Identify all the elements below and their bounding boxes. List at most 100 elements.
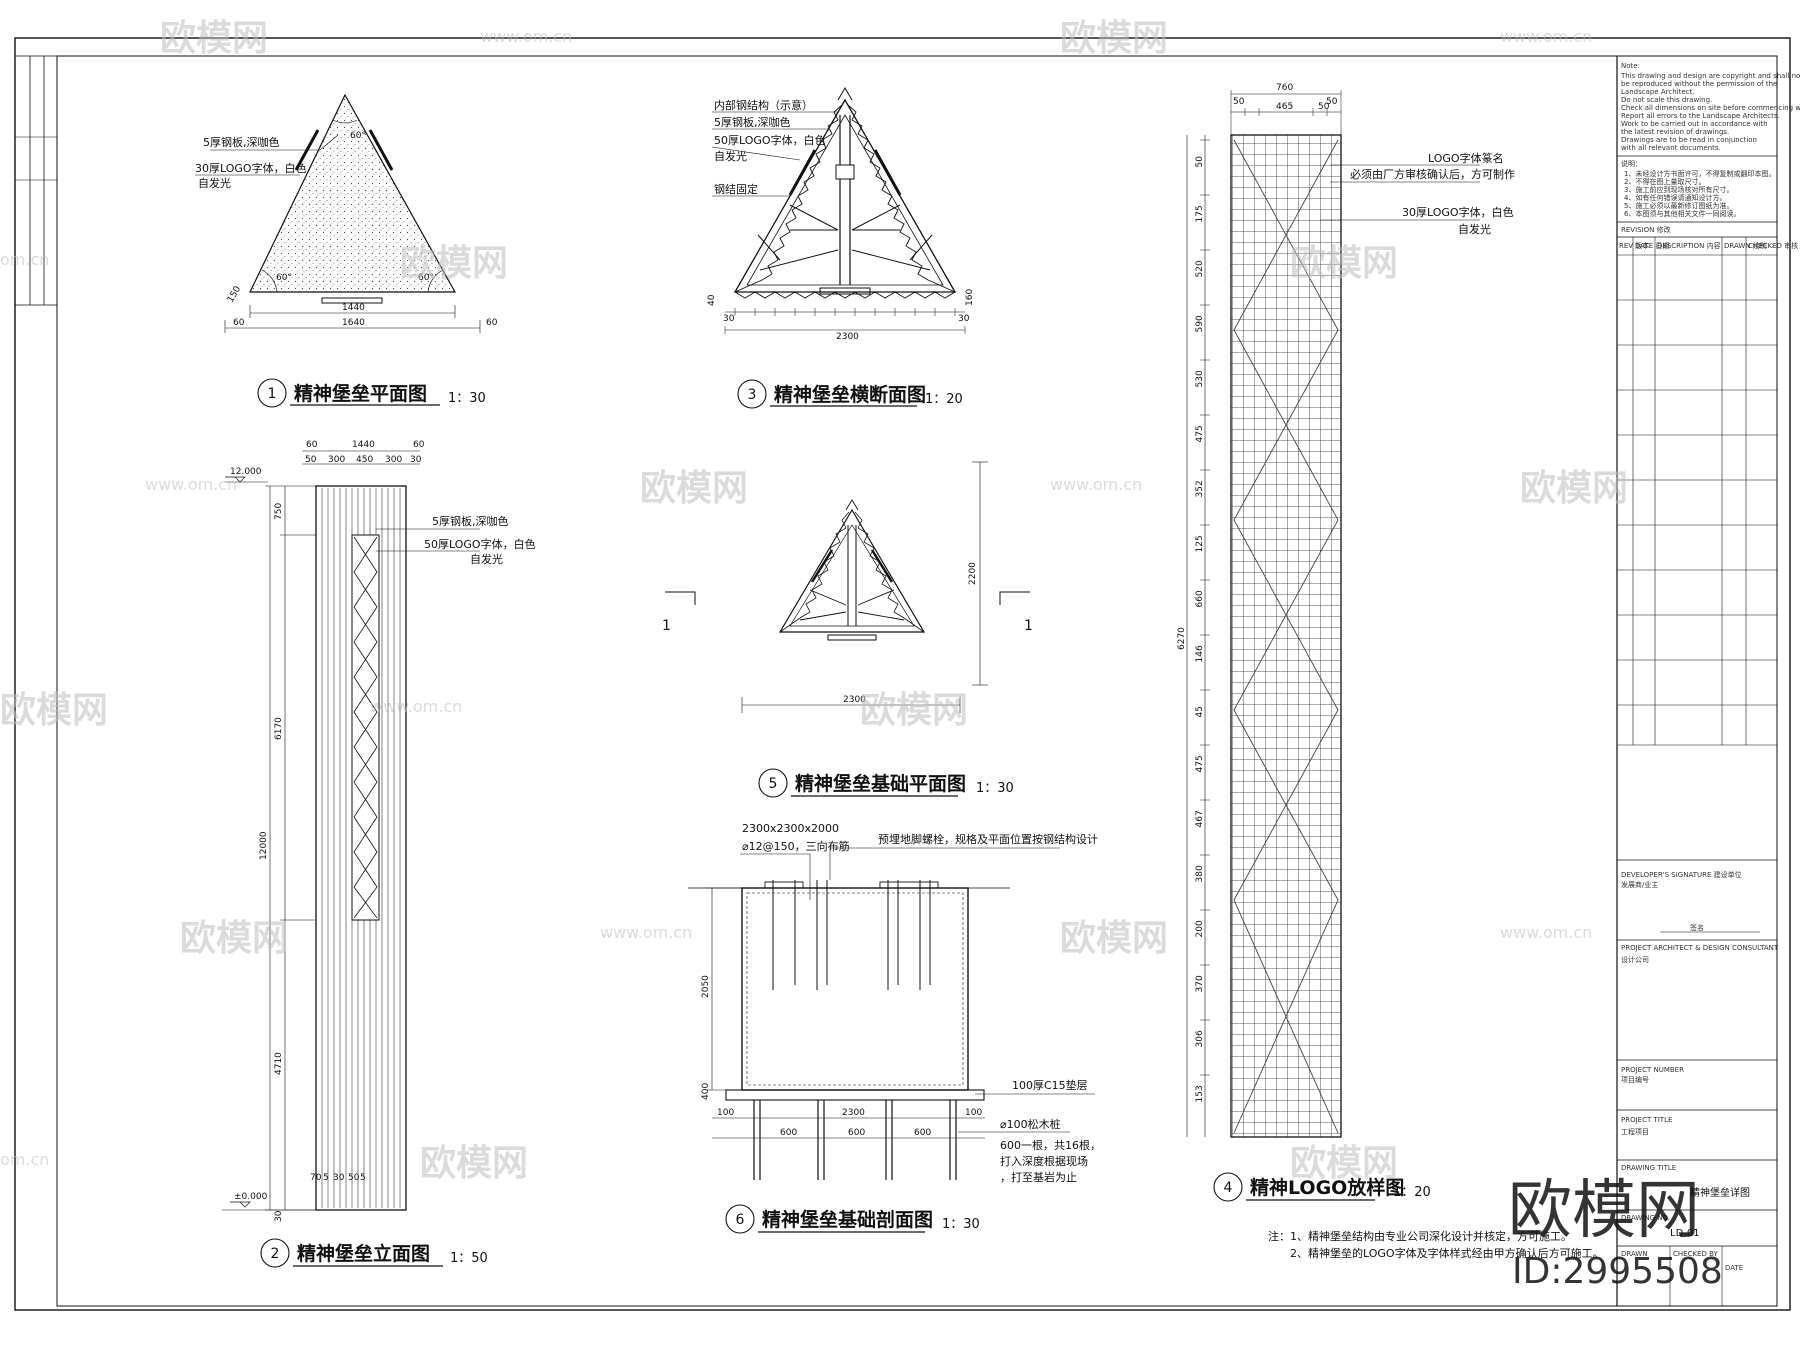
v1-scale: 1：30 bbox=[448, 391, 486, 406]
tb-note-en-line: with all relevant documents. bbox=[1621, 144, 1721, 152]
tb-project-title-label: PROJECT TITLE bbox=[1621, 1116, 1672, 1124]
v6-scale: 1：30 bbox=[942, 1217, 980, 1232]
v5-section-mark-right: 1 bbox=[1024, 618, 1033, 634]
tb-note-en-line: the latest revision of drawings. bbox=[1621, 128, 1729, 136]
view-2-elevation: 5厚钢板,深咖色 50厚LOGO字体，白色 自发光 1440 60 60 50 … bbox=[222, 440, 536, 1268]
view-1-plan: 5厚钢板,深咖色 30厚LOGO字体，白色 自发光 60° 60° 60° 14… bbox=[195, 93, 498, 408]
tb-note-en-line: Landscape Architect. bbox=[1621, 88, 1694, 96]
v5-dim-2300: 2300 bbox=[843, 695, 866, 705]
v4-title: 精神LOGO放样图 bbox=[1250, 1176, 1404, 1199]
watermark-site-short: om.cn bbox=[0, 250, 49, 269]
tb-developer-value: 发展商/业主 bbox=[1621, 880, 1658, 889]
v3-number: 3 bbox=[748, 387, 757, 403]
tb-note-en-line: Check all dimensions on site before comm… bbox=[1621, 104, 1800, 112]
v4-note-confirm: 必须由厂方审核确认后，方可制作 bbox=[1350, 167, 1515, 181]
tb-project-number-label: PROJECT NUMBER bbox=[1621, 1066, 1684, 1074]
watermark-site: www.om.cn bbox=[1500, 27, 1592, 46]
v6-dim-400: 400 bbox=[701, 1083, 711, 1100]
v4-side-dim-label: 45 bbox=[1195, 706, 1205, 717]
v1-dim-60b: 60 bbox=[486, 318, 498, 328]
v4-note-light: 自发光 bbox=[1458, 222, 1491, 236]
tb-checked-label: CHECKED BY bbox=[1673, 1250, 1719, 1258]
v2-bdim-70: 70 bbox=[310, 1173, 322, 1183]
v5-number: 5 bbox=[769, 776, 778, 792]
tb-rev-col-rev: REV 版本 bbox=[1619, 241, 1649, 250]
v4-side-dim-label: 306 bbox=[1195, 1030, 1205, 1047]
v3-note-fix: 钢结固定 bbox=[714, 182, 758, 196]
tb-consultant-label: PROJECT ARCHITECT & DESIGN CONSULTANT bbox=[1621, 944, 1779, 952]
v6-note-size: 2300x2300x2000 bbox=[742, 822, 839, 835]
v6-dim-2300: 2300 bbox=[842, 1108, 865, 1118]
v6-dim-600a: 600 bbox=[780, 1128, 797, 1138]
watermark-site: www.om.cn bbox=[1500, 923, 1592, 942]
footnote-1: 注：1、精神堡垒结构由专业公司深化设计并核定，方可施工。 bbox=[1268, 1229, 1572, 1243]
watermarks: 欧模网 欧模网 欧模网 欧模网 欧模网 欧模网 欧模网 欧模网 欧模网 欧模网 … bbox=[0, 18, 1628, 1184]
v4-side-dim-label: 153 bbox=[1195, 1085, 1205, 1102]
v4-dim-50b: 50 bbox=[1326, 97, 1338, 107]
tb-project-number-value: 项目编号 bbox=[1621, 1075, 1649, 1084]
watermark-site: www.om.cn bbox=[370, 697, 462, 716]
tb-notes-heading: Note: bbox=[1621, 62, 1640, 70]
v2-dim-30: 30 bbox=[410, 455, 422, 465]
v2-dim-300b: 300 bbox=[385, 455, 402, 465]
v1-angle-left: 60° bbox=[276, 273, 292, 283]
v2-note-steel: 5厚钢板,深咖色 bbox=[432, 514, 509, 528]
v3-note-structure: 内部钢结构（示意） bbox=[714, 98, 813, 112]
tb-rev-col-drawn: DRAWN 绘制 bbox=[1724, 241, 1767, 250]
v4-side-dim-label: 467 bbox=[1195, 810, 1205, 827]
watermark-site: www.om.cn bbox=[480, 27, 572, 46]
tb-rev-col-date: DATE 日期 bbox=[1635, 242, 1669, 250]
corner-brand: 欧模网 ID:2995508 bbox=[1508, 1174, 1723, 1292]
watermark-brand: 欧模网 bbox=[640, 468, 748, 509]
v2-bdim-30: 30 bbox=[333, 1173, 345, 1183]
tb-sign-label: 签名 bbox=[1690, 923, 1704, 932]
view-6-foundation-section: 2300x2300x2000 ⌀12@150，三向布筋 预埋地脚螺栓，规格及平面… bbox=[688, 822, 1101, 1234]
v2-dim-450: 450 bbox=[356, 455, 373, 465]
watermark-brand: 欧模网 bbox=[180, 918, 288, 959]
v2-level-ground: ±0.000 bbox=[234, 1192, 268, 1202]
v2-dim-300a: 300 bbox=[328, 455, 345, 465]
v2-dim-12000: 12000 bbox=[259, 831, 269, 860]
tb-date-label: DATE bbox=[1725, 1264, 1743, 1272]
watermark-brand: 欧模网 bbox=[420, 1143, 528, 1184]
v4-side-dim-label: 380 bbox=[1195, 865, 1205, 882]
v1-angle-top: 60° bbox=[350, 131, 366, 141]
v6-note-cushion: 100厚C15垫层 bbox=[1012, 1078, 1088, 1092]
v4-number: 4 bbox=[1224, 1180, 1233, 1196]
v4-side-dim-label: 520 bbox=[1195, 260, 1205, 277]
tb-note-en-line: Do not scale this drawing. bbox=[1621, 96, 1712, 104]
tb-notes-cn-heading: 说明： bbox=[1621, 159, 1642, 168]
tb-drawing-no-value: LD-01 bbox=[1670, 1228, 1700, 1239]
v2-dim-750: 750 bbox=[274, 503, 284, 520]
v1-angle-right: 60° bbox=[418, 273, 434, 283]
v4-dim-50a: 50 bbox=[1233, 97, 1245, 107]
v1-note-light: 自发光 bbox=[198, 176, 231, 190]
v6-note-pile-depth: 打入深度根据现场 bbox=[1000, 1154, 1088, 1168]
v4-side-dim-label: 125 bbox=[1195, 535, 1205, 552]
v3-note-steel: 5厚钢板,深咖色 bbox=[714, 115, 791, 129]
view-5-foundation-plan: 1 1 2300 2200 5 精神堡垒基础平面图 1：30 bbox=[662, 461, 1033, 798]
v2-bdim-50: 50 bbox=[348, 1173, 360, 1183]
v5-section-mark-left: 1 bbox=[662, 618, 671, 634]
title-block: Note: This drawing and design are copyri… bbox=[1616, 56, 1800, 1306]
v3-dim-40: 40 bbox=[707, 294, 717, 306]
v2-level-top: 12.000 bbox=[230, 467, 262, 477]
tb-consultant-value: 设计公司 bbox=[1621, 955, 1649, 964]
tb-drawing-title-label: DRAWING TITLE bbox=[1621, 1164, 1676, 1172]
tb-note-en-line: This drawing and design are copyright an… bbox=[1620, 72, 1800, 80]
v4-side-dim-label: 50 bbox=[1195, 156, 1205, 168]
v1-dim-1640: 1640 bbox=[342, 318, 365, 328]
v3-dim-30a: 30 bbox=[723, 314, 735, 324]
v4-side-dim-label: 175 bbox=[1195, 205, 1205, 222]
watermark-brand: 欧模网 bbox=[1290, 243, 1398, 284]
v4-side-dim-label: 590 bbox=[1195, 315, 1205, 332]
tb-developer-label: DEVELOPER'S SIGNATURE 建设单位 bbox=[1621, 870, 1742, 879]
v2-dim-60b: 60 bbox=[413, 440, 425, 450]
v2-dim-30: 30 bbox=[274, 1210, 284, 1222]
v6-dim-600c: 600 bbox=[914, 1128, 931, 1138]
v1-dim-1440: 1440 bbox=[342, 303, 365, 313]
v3-title: 精神堡垒横断面图 bbox=[774, 383, 926, 406]
v4-scale: 1：20 bbox=[1393, 1185, 1431, 1200]
tb-note-cn-line: 1、未经设计方书面许可，不得复制或翻印本图。 bbox=[1624, 169, 1775, 178]
